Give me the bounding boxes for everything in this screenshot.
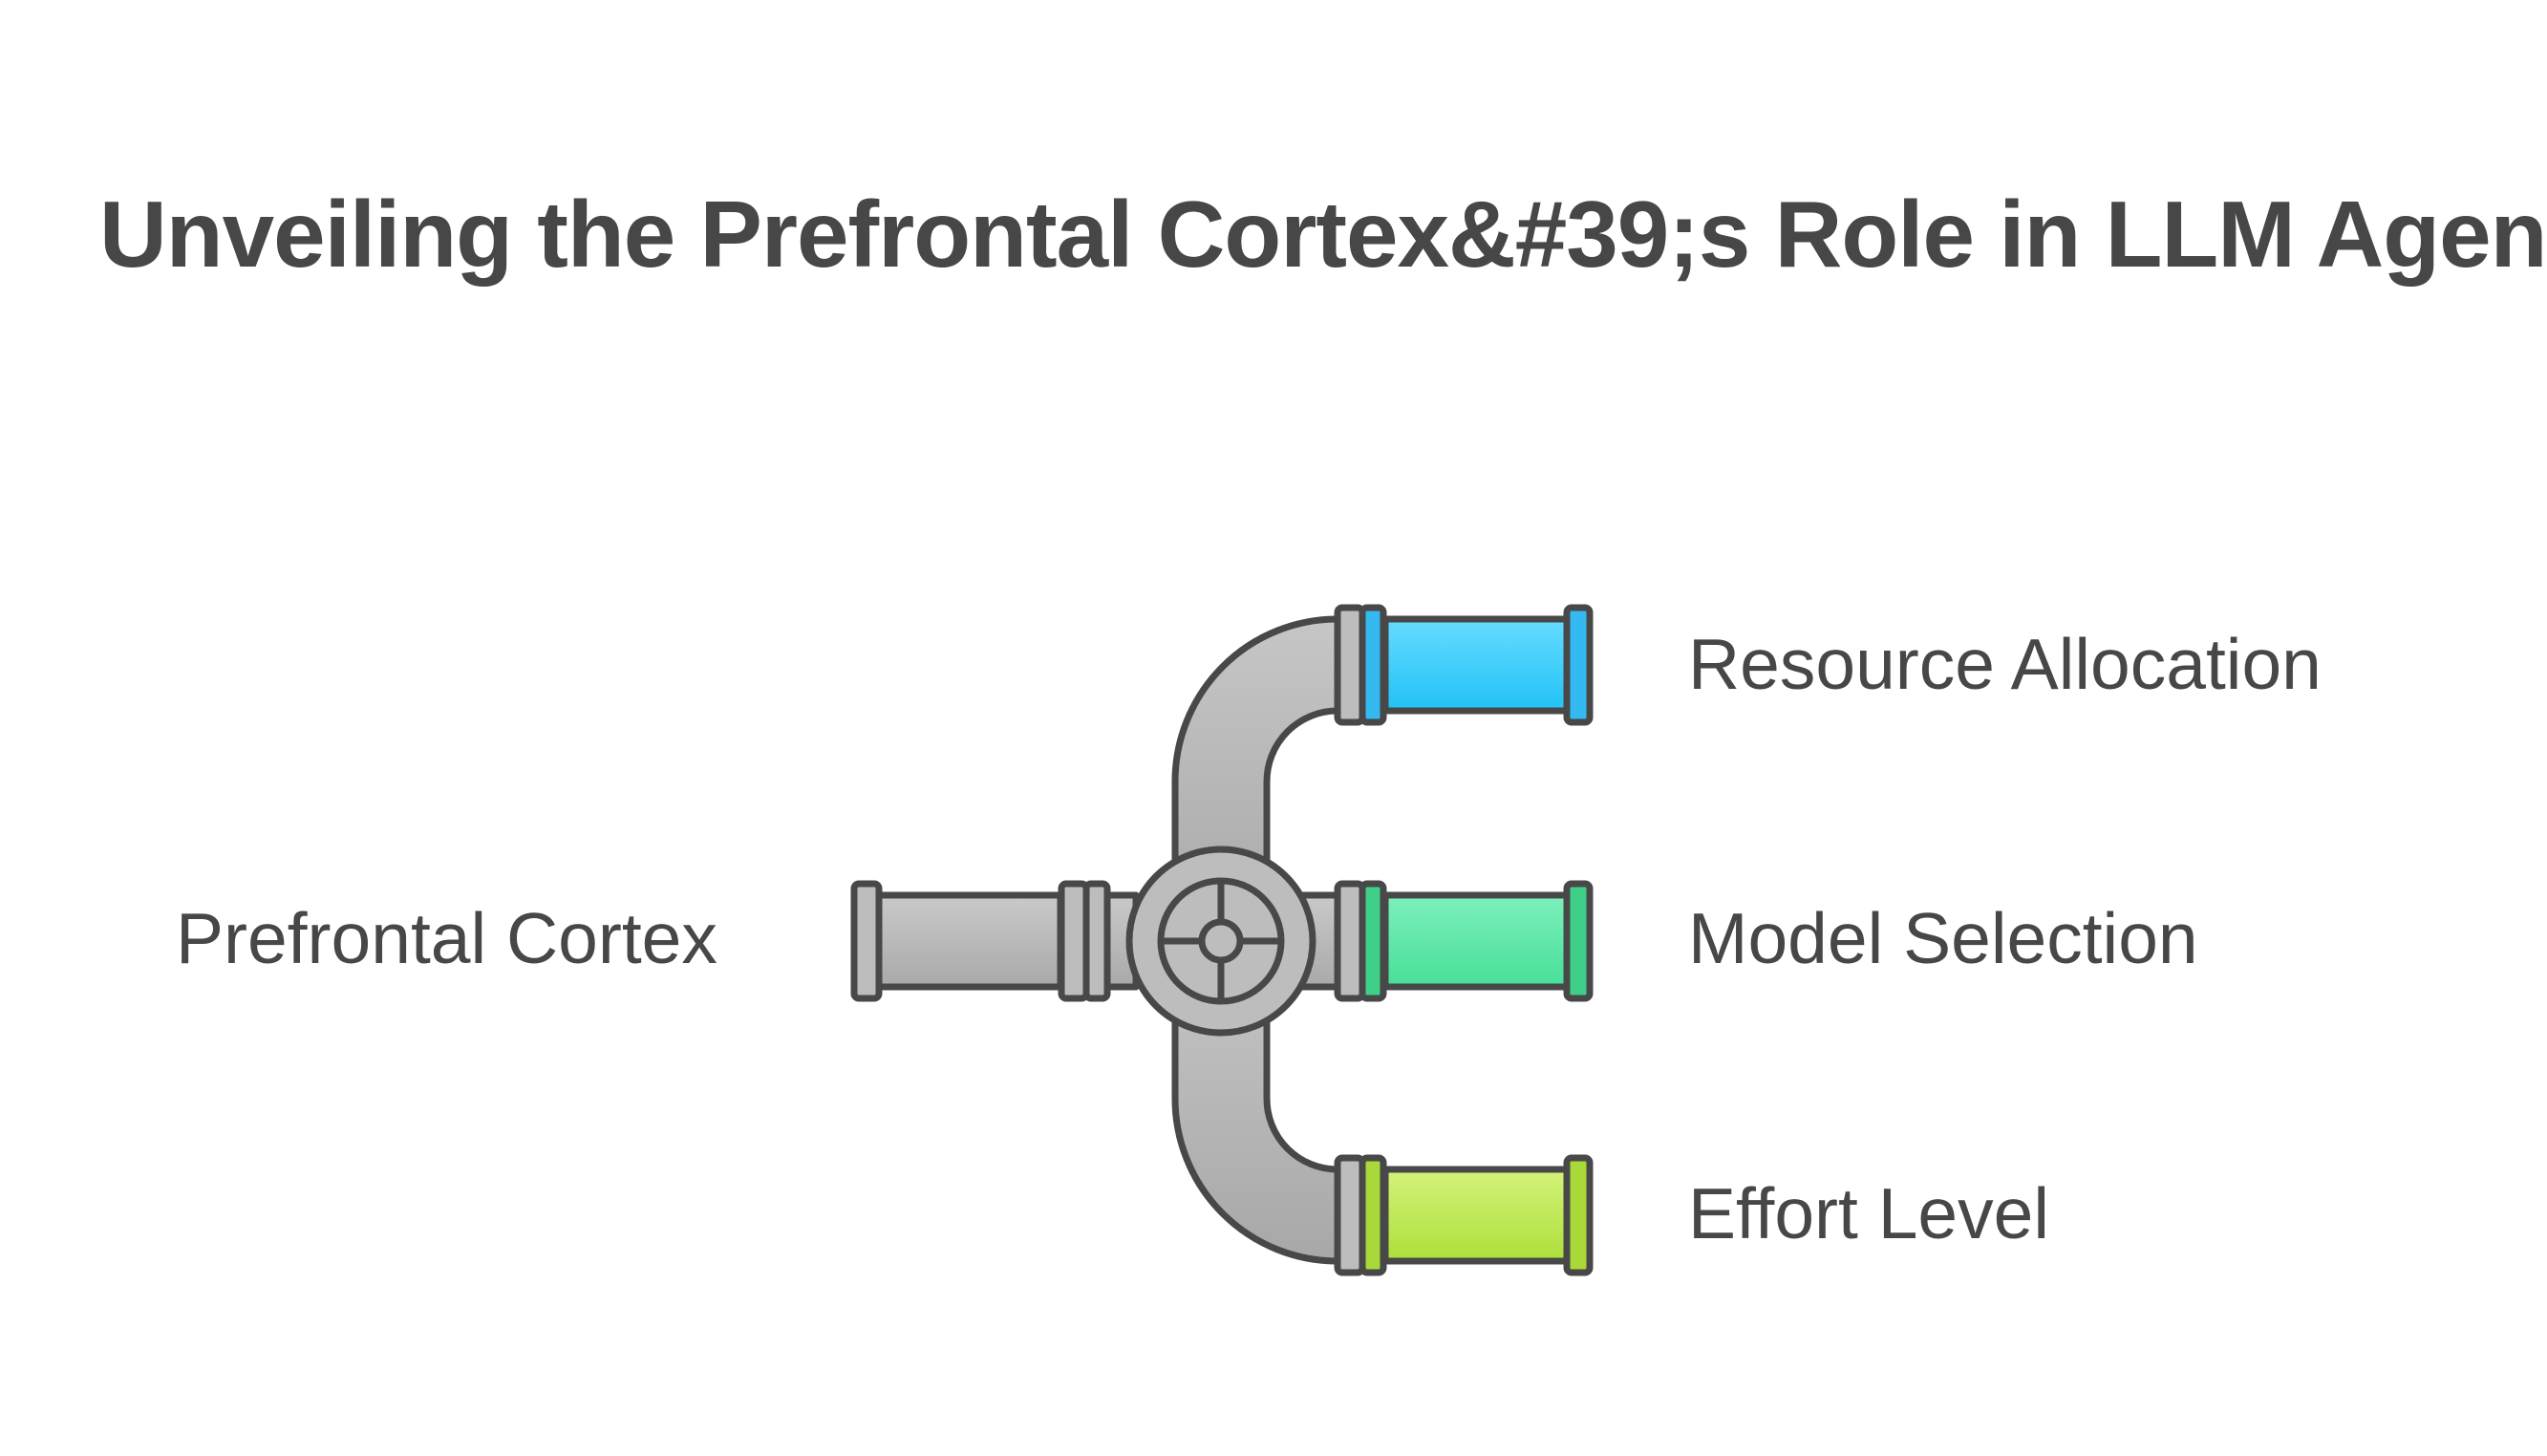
output-label-resource-allocation: Resource Allocation — [1688, 624, 2322, 704]
output-label-effort-level: Effort Level — [1688, 1173, 2050, 1253]
output-label-model-selection: Model Selection — [1688, 898, 2198, 978]
output-pipe-effort-level — [1381, 1166, 1580, 1265]
source-pipe-flange — [1058, 880, 1090, 1002]
pipe-diagram — [850, 604, 1594, 1276]
page-title: Unveiling the Prefrontal Cortex&#39;s Ro… — [99, 182, 2547, 287]
valve-center — [1198, 918, 1244, 964]
output-pipe-model-selection — [1381, 891, 1580, 991]
source-label: Prefrontal Cortex — [176, 898, 717, 978]
source-pipe — [866, 891, 1064, 991]
output-pipe-resource-allocation — [1381, 615, 1580, 715]
source-pipe-end-cap — [850, 880, 883, 1002]
